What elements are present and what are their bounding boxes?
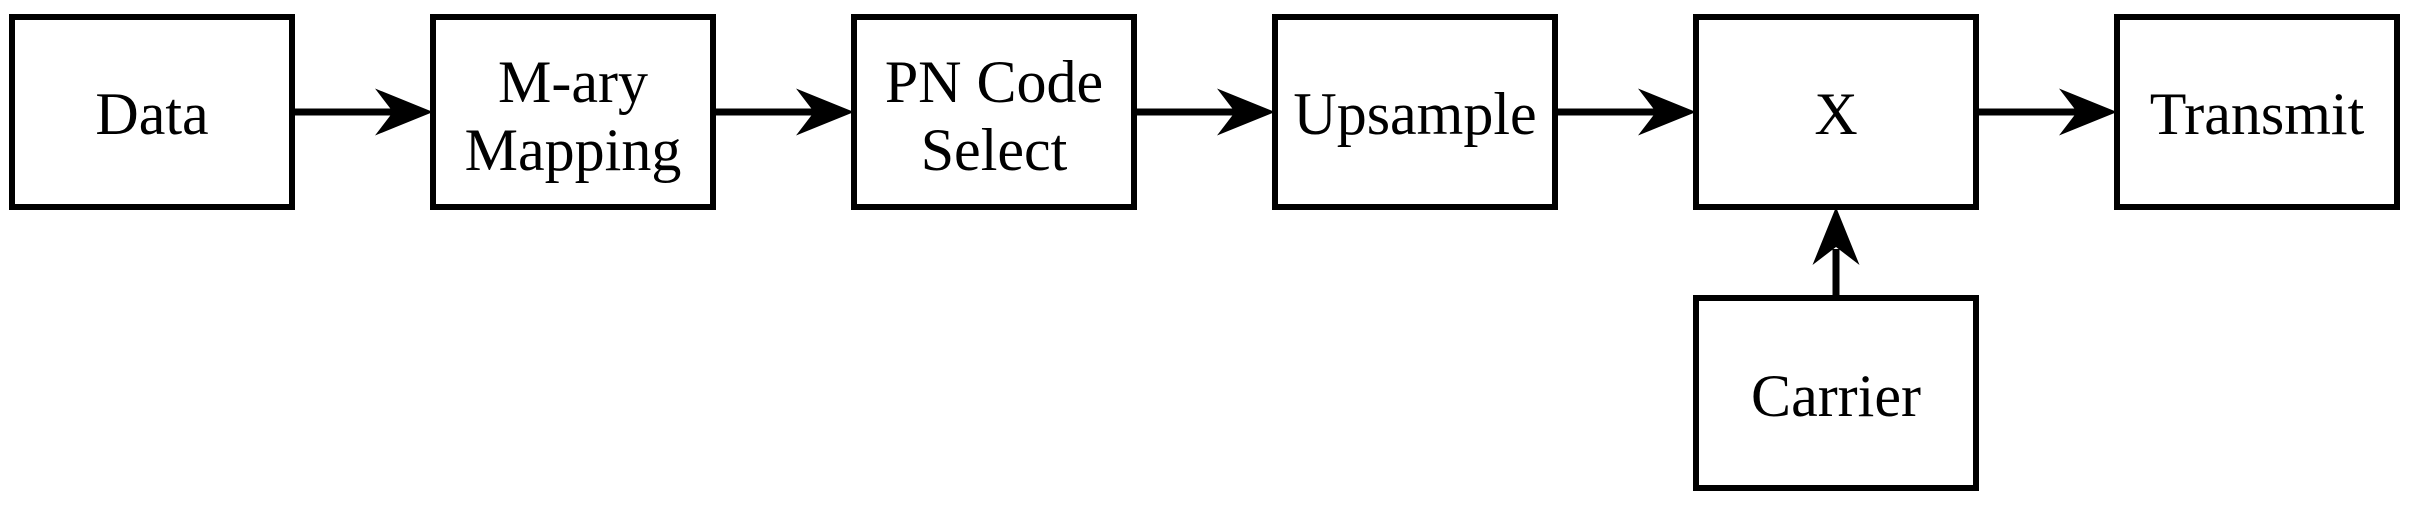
multiplier-label: X xyxy=(1814,81,1857,147)
arrow-upsample-to-multiplier xyxy=(1553,88,1696,136)
arrowhead-right-icon xyxy=(1638,88,1696,136)
arrowhead-right-icon xyxy=(1217,88,1275,136)
data-label: Data xyxy=(95,81,208,147)
mary-mapping-label-line2: Mapping xyxy=(465,117,682,183)
node-multiplier: X xyxy=(1693,14,1979,210)
carrier-label: Carrier xyxy=(1751,363,1921,429)
arrowhead-up-icon xyxy=(1812,207,1860,265)
transmit-label: Transmit xyxy=(2150,81,2365,147)
node-mary-mapping: M-ary Mapping xyxy=(430,14,716,210)
arrow-pn-code-select-to-upsample xyxy=(1132,88,1275,136)
node-pn-code-select: PN Code Select xyxy=(851,14,1137,210)
mary-mapping-label-line1: M-ary xyxy=(498,49,648,115)
arrowhead-right-icon xyxy=(375,88,433,136)
node-data: Data xyxy=(9,14,295,210)
node-upsample: Upsample xyxy=(1272,14,1558,210)
pn-code-select-label-line2: Select xyxy=(921,117,1068,183)
upsample-box xyxy=(1272,14,1558,210)
transmit-box xyxy=(2114,14,2400,210)
data-box xyxy=(9,14,295,210)
node-transmit: Transmit xyxy=(2114,14,2400,210)
carrier-box xyxy=(1693,295,1979,491)
pn-code-select-label-line1: PN Code xyxy=(885,49,1103,115)
arrow-mary-mapping-to-pn-code-select xyxy=(711,88,854,136)
arrow-carrier-to-multiplier xyxy=(1812,207,1860,300)
arrowhead-right-icon xyxy=(2059,88,2117,136)
arrow-multiplier-to-transmit xyxy=(1974,88,2117,136)
pn-code-select-box xyxy=(851,14,1137,210)
upsample-label: Upsample xyxy=(1293,81,1536,147)
node-carrier: Carrier xyxy=(1693,295,1979,491)
arrow-data-to-mary-mapping xyxy=(290,88,433,136)
arrowhead-right-icon xyxy=(796,88,854,136)
mary-mapping-box xyxy=(430,14,716,210)
